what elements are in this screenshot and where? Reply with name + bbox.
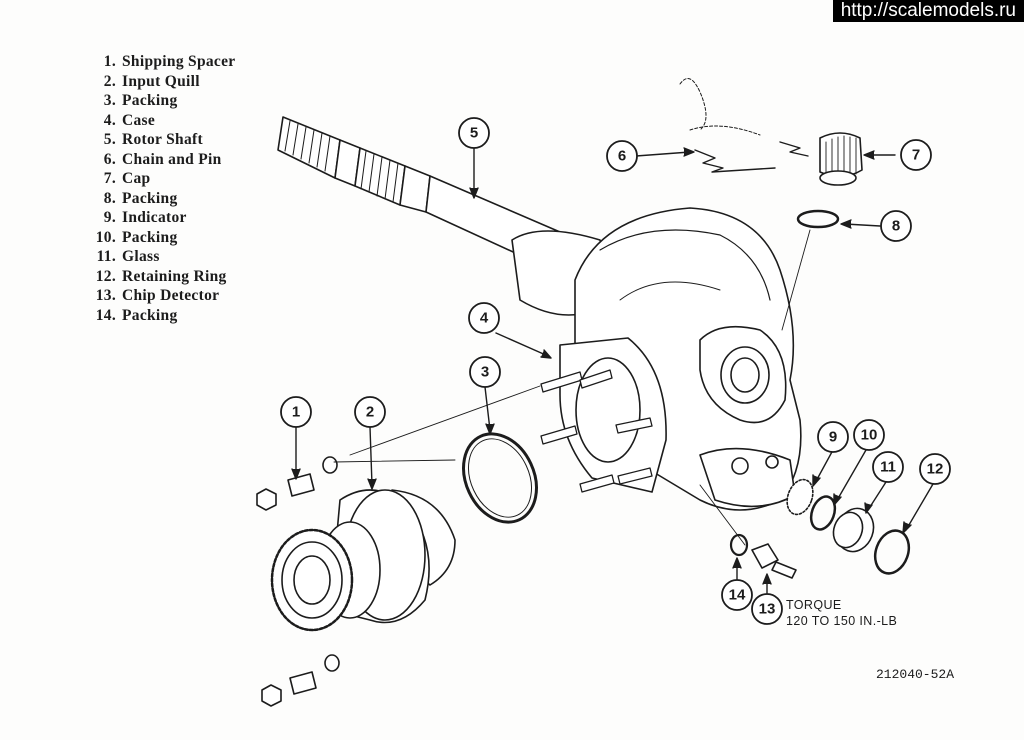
callout-12: [919, 453, 951, 485]
callout-label: 4: [480, 310, 489, 327]
shipping-spacers: [256, 456, 340, 707]
callouts: 1 2 3 4 5 6 7 8 9 10 11 12 13 14: [280, 117, 951, 625]
legend-item: 13.Chip Detector: [95, 287, 220, 304]
callout-label: 12: [927, 461, 944, 478]
callout-label: 5: [470, 125, 478, 142]
torque-note-line1: TORQUE: [786, 598, 842, 612]
callout-label: 6: [618, 148, 626, 165]
callout-label: 14: [729, 587, 746, 604]
callout-4: [468, 302, 500, 334]
legend-item: 5.Rotor Shaft: [103, 131, 203, 148]
callout-5: [458, 117, 490, 149]
leader-lines: [291, 147, 934, 594]
legend-item: 4.Case: [103, 111, 156, 129]
callout-8: [880, 210, 912, 242]
legend-item: 11.Glass: [96, 248, 160, 265]
callout-label: 10: [861, 427, 878, 444]
input-quill: [270, 489, 456, 632]
legend-item: 9.Indicator: [103, 209, 187, 226]
legend-item: 3.Packing: [103, 92, 178, 109]
callout-7: [900, 139, 932, 171]
legend-item: 8.Packing: [103, 189, 178, 207]
callout-label: 1: [292, 404, 300, 421]
legend-item: 2.Input Quill: [103, 72, 200, 90]
callout-3: [469, 356, 501, 388]
callout-label: 2: [366, 404, 374, 421]
legend-item: 1.Shipping Spacer: [103, 53, 236, 70]
callout-1: [280, 396, 312, 428]
callout-10: [853, 419, 885, 451]
callout-label: 8: [892, 218, 900, 235]
callout-6: [606, 140, 638, 172]
callout-2: [354, 396, 386, 428]
torque-note-line2: 120 TO 150 IN.-LB: [786, 614, 897, 628]
callout-label: 11: [880, 459, 896, 476]
callout-14: [721, 579, 753, 611]
legend-item: 7.Cap: [103, 170, 151, 187]
callout-label: 3: [481, 364, 489, 381]
legend-item: 6.Chain and Pin: [103, 150, 222, 168]
legend-item: 12.Retaining Ring: [95, 267, 227, 285]
legend-item: 10.Packing: [95, 228, 178, 246]
case: [511, 207, 802, 511]
cap-and-chain: [679, 78, 863, 229]
packing-ring: [462, 432, 538, 524]
watermark: http://scalemodels.ru: [832, 0, 1024, 22]
callout-9: [817, 421, 849, 453]
callout-label: 9: [829, 429, 837, 446]
figure-number: 212040-52A: [876, 667, 954, 682]
dashed-centerlines: [333, 229, 811, 546]
callout-label: 7: [912, 147, 920, 164]
parts-legend: 1.Shipping Spacer 2.Input Quill 3.Packin…: [82, 52, 235, 325]
callout-13: [751, 593, 783, 625]
callout-label: 13: [759, 601, 776, 618]
legend-item: 14.Packing: [95, 306, 178, 324]
callout-11: [872, 451, 904, 483]
indicator-assembly: [729, 478, 911, 579]
